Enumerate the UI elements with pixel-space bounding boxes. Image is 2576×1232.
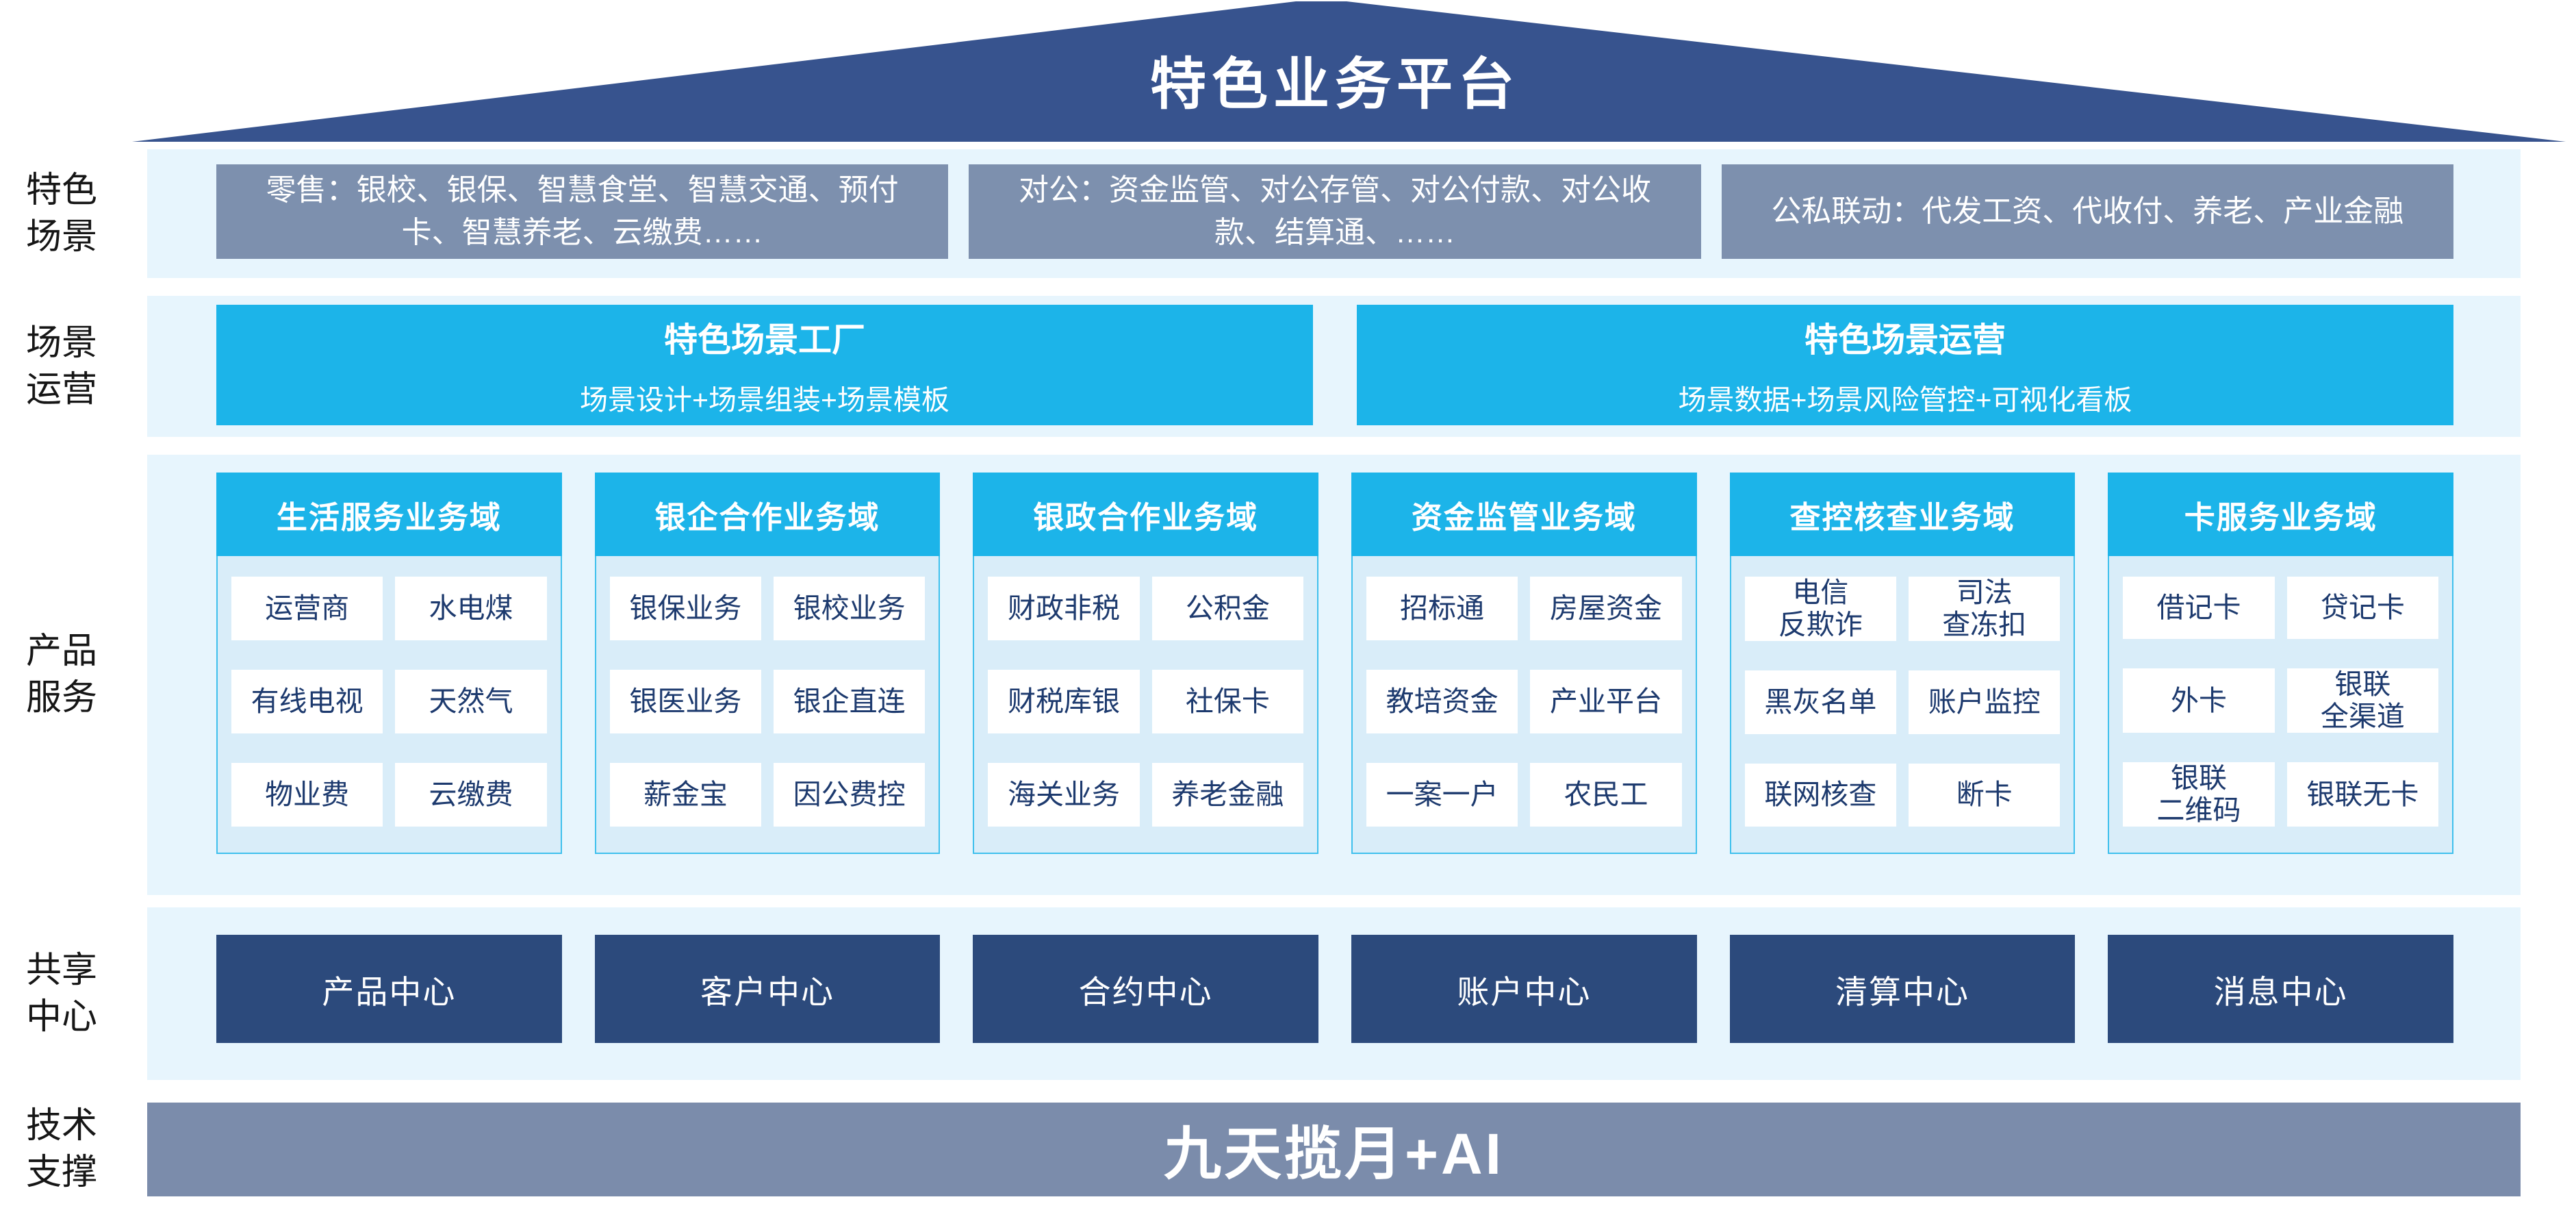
domain-body: 招标通 房屋资金 教培资金 产业平台 一案一户 农民工 [1351,556,1697,854]
product-cell: 公积金 [1151,577,1304,640]
product-cell: 黑灰名单 [1744,670,1897,734]
layer-label-line: 产品 [25,631,97,671]
layer-label-shared-centers: 共享 中心 [0,947,123,1040]
scene-factory-box: 特色场景工厂 场景设计+场景组装+场景模板 [216,305,1313,425]
scene-operation-subtitle: 场景数据+场景风险管控+可视化看板 [1678,384,2132,416]
domain-column-fund-supervision: 资金监管业务域 招标通 房屋资金 教培资金 产业平台 一案一户 农民工 [1351,473,1697,895]
scene-operation-title: 特色场景运营 [1804,321,2006,359]
product-cell: 外卡 [2123,668,2275,733]
product-cell: 银企直连 [774,670,926,733]
domain-body: 财政非税 公积金 财税库银 社保卡 海关业务 养老金融 [973,556,1319,854]
layer-label-line: 支撑 [25,1153,97,1192]
product-cell: 养老金融 [1151,763,1304,827]
product-cell: 薪金宝 [609,763,761,827]
product-cell: 房屋资金 [1530,577,1682,640]
scene-factory-subtitle: 场景设计+场景组装+场景模板 [580,384,949,416]
layer-label-line: 特色 [25,171,97,210]
shared-centers-layer: 产品中心 客户中心 合约中心 账户中心 清算中心 消息中心 [147,907,2521,1080]
product-cell: 银联 二维码 [2123,762,2275,827]
product-cell: 水电煤 [395,577,547,640]
center-box-product: 产品中心 [216,935,562,1043]
product-cell: 农民工 [1530,763,1682,827]
domain-header: 银政合作业务域 [973,473,1319,556]
product-cell: 社保卡 [1151,670,1304,733]
layer-label-line: 中心 [25,997,97,1037]
center-box-account: 账户中心 [1351,935,1697,1043]
product-cell: 财政非税 [988,577,1140,640]
product-cell: 云缴费 [395,763,547,827]
product-cell: 账户监控 [1909,670,2061,734]
product-cell: 天然气 [395,670,547,733]
domain-header: 卡服务业务域 [2108,473,2454,556]
domain-body: 银保业务 银校业务 银医业务 银企直连 薪金宝 因公费控 [594,556,941,854]
scenes-layer: 零售：银校、银保、智慧食堂、智慧交通、预付卡、智慧养老、云缴费…… 对公：资金监… [147,149,2521,278]
product-cell: 银联 全渠道 [2286,668,2439,733]
product-cell: 贷记卡 [2286,577,2439,639]
domain-column-life-services: 生活服务业务域 运营商 水电煤 有线电视 天然气 物业费 云缴费 [216,473,562,895]
product-cell: 一案一户 [1366,763,1518,827]
product-cell: 物业费 [231,763,383,827]
domain-column-bank-government: 银政合作业务域 财政非税 公积金 财税库银 社保卡 海关业务 养老金融 [973,473,1319,895]
product-cell: 银校业务 [774,577,926,640]
scene-box-corporate: 对公：资金监管、对公存管、对公付款、对公收款、结算通、…… [969,164,1701,259]
layer-label-line: 服务 [25,678,97,718]
layer-label-scenes: 特色 场景 [0,167,123,260]
products-layer: 生活服务业务域 运营商 水电煤 有线电视 天然气 物业费 云缴费 银企合作业务域… [147,455,2521,895]
domain-column-bank-enterprise: 银企合作业务域 银保业务 银校业务 银医业务 银企直连 薪金宝 因公费控 [594,473,941,895]
scene-box-public-private: 公私联动：代发工资、代收付、养老、产业金融 [1721,164,2453,259]
layer-label-line: 运营 [25,370,97,410]
product-cell: 银医业务 [609,670,761,733]
product-cell: 财税库银 [988,670,1140,733]
product-cell: 产业平台 [1530,670,1682,733]
domain-header: 查控核查业务域 [1729,473,2076,556]
domain-header: 生活服务业务域 [216,473,562,556]
scene-factory-title: 特色场景工厂 [663,321,865,359]
product-cell: 银联无卡 [2286,762,2439,827]
roof-shape [132,1,2566,142]
product-cell: 断卡 [1909,763,2061,827]
tech-support-banner: 九天揽月+AI [147,1103,2521,1196]
product-cell: 借记卡 [2123,577,2275,639]
domain-column-inquiry-control: 查控核查业务域 电信 反欺诈 司法 查冻扣 黑灰名单 账户监控 联网核查 断卡 [1729,473,2076,895]
page-title: 特色业务平台 [1149,53,1520,116]
layer-label-line: 场景 [25,323,97,363]
operation-layer: 特色场景工厂 场景设计+场景组装+场景模板 特色场景运营 场景数据+场景风险管控… [147,296,2521,437]
domain-body: 运营商 水电煤 有线电视 天然气 物业费 云缴费 [216,556,562,854]
product-cell: 司法 查冻扣 [1909,577,2061,641]
center-box-clearing: 清算中心 [1729,935,2076,1043]
scene-box-retail: 零售：银校、银保、智慧食堂、智慧交通、预付卡、智慧养老、云缴费…… [216,164,949,259]
center-box-message: 消息中心 [2108,935,2454,1043]
domain-header: 银企合作业务域 [594,473,941,556]
product-cell: 有线电视 [231,670,383,733]
product-cell: 运营商 [231,577,383,640]
domain-column-card-services: 卡服务业务域 借记卡 贷记卡 外卡 银联 全渠道 银联 二维码 银联无卡 [2108,473,2454,895]
center-box-customer: 客户中心 [594,935,941,1043]
product-cell: 海关业务 [988,763,1140,827]
product-cell: 联网核查 [1744,763,1897,827]
layer-label-line: 技术 [25,1106,97,1146]
layer-label-products: 产品 服务 [0,628,123,721]
product-cell: 银保业务 [609,577,761,640]
layer-label-line: 场景 [25,217,97,257]
product-cell: 招标通 [1366,577,1518,640]
domain-body: 电信 反欺诈 司法 查冻扣 黑灰名单 账户监控 联网核查 断卡 [1729,556,2076,854]
center-box-contract: 合约中心 [973,935,1319,1043]
domain-body: 借记卡 贷记卡 外卡 银联 全渠道 银联 二维码 银联无卡 [2108,556,2454,854]
domain-header: 资金监管业务域 [1351,473,1697,556]
product-cell: 电信 反欺诈 [1744,577,1897,641]
layer-label-tech-support: 技术 支撑 [0,1103,123,1196]
layer-label-operation: 场景 运营 [0,320,123,413]
product-cell: 教培资金 [1366,670,1518,733]
scene-operation-box: 特色场景运营 场景数据+场景风险管控+可视化看板 [1357,305,2453,425]
product-cell: 因公费控 [774,763,926,827]
layer-label-line: 共享 [25,951,97,990]
